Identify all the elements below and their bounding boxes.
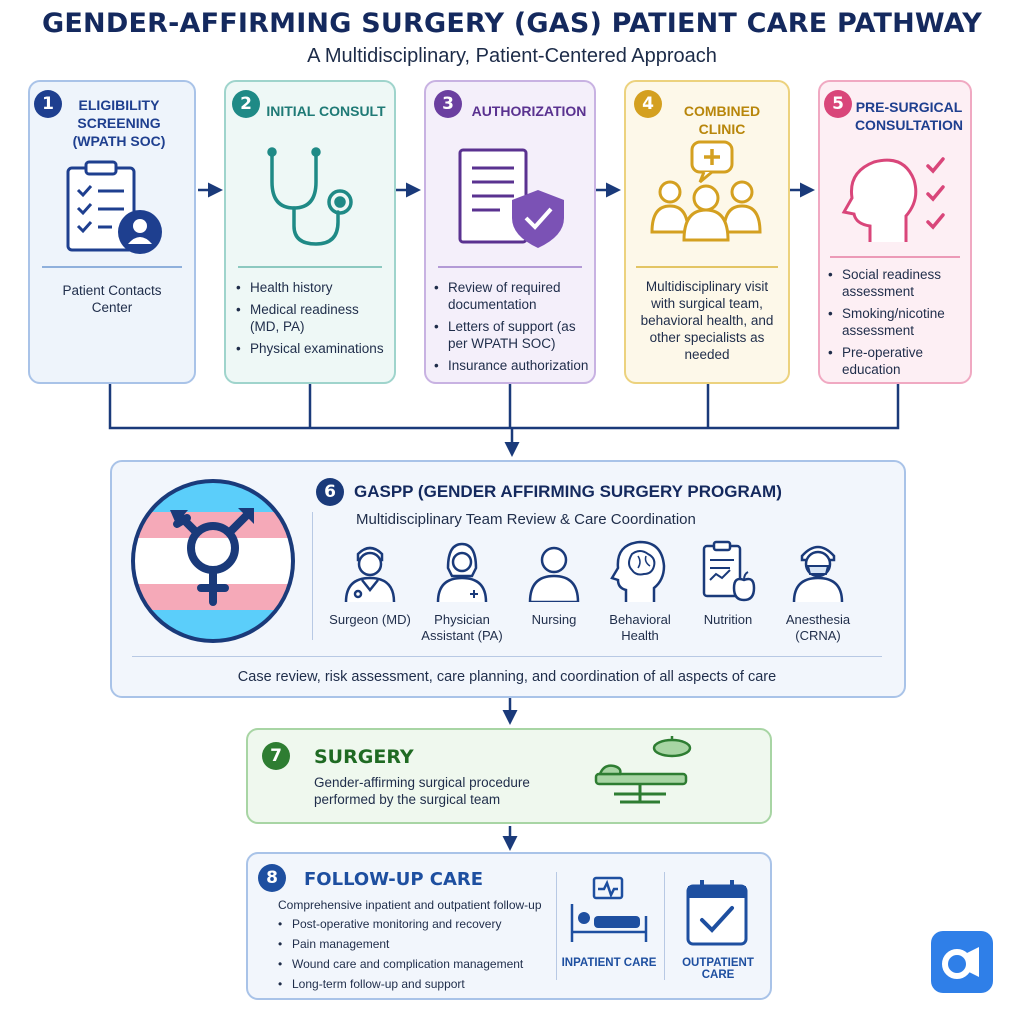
bullet-item: Letters of support (as per WPATH SOC) <box>434 318 590 352</box>
nurse-icon <box>528 546 580 602</box>
brain-head-icon <box>610 540 666 602</box>
bullet-item: Long-term follow-up and support <box>278 976 550 993</box>
team-member-label: Nutrition <box>703 612 753 627</box>
bullet-item: Physical examinations <box>236 340 386 357</box>
page-subtitle: A Multidisciplinary, Patient-Centered Ap… <box>307 45 717 67</box>
gaspp-vertical-divider <box>312 512 313 640</box>
team-member-label: Anesthesia (CRNA) <box>785 612 851 643</box>
step-divider <box>238 266 382 268</box>
bullet-item: Smoking/nicotine assessment <box>828 305 968 339</box>
page-title: GENDER-AFFIRMING SURGERY (GAS) PATIENT C… <box>42 8 982 39</box>
nutrition-clipboard-icon <box>702 540 756 602</box>
step-title: COMBINED CLINIC <box>683 103 761 137</box>
operating-table-icon <box>594 736 692 804</box>
bullet-item: Review of required documentation <box>434 279 590 313</box>
step-title: INITIAL CONSULT <box>266 103 386 119</box>
stethoscope-icon <box>267 147 353 246</box>
step-bullets: Health history Medical readiness (MD, PA… <box>236 279 386 362</box>
bullet-item: Social readiness assessment <box>828 266 968 300</box>
gaspp-footer-text: Case review, risk assessment, care plann… <box>237 669 777 685</box>
gaspp-subtitle: Multidisciplinary Team Review & Care Coo… <box>356 511 696 528</box>
followup-bullets: Post-operative monitoring and recovery P… <box>278 916 550 996</box>
step-divider <box>636 266 778 268</box>
followup-divider <box>556 872 557 980</box>
anesthesia-icon <box>792 545 844 602</box>
app-logo-icon[interactable] <box>931 931 993 993</box>
outpatient-care-label: OUTPATIENT CARE <box>682 957 754 981</box>
step-number: 1 <box>34 90 62 118</box>
calendar-check-icon <box>686 880 748 946</box>
step-divider <box>42 266 182 268</box>
step-number: 2 <box>232 90 260 118</box>
team-member-label: Behavioral Health <box>609 612 671 643</box>
team-medical-icon <box>650 140 762 242</box>
step-description: Patient Contacts Center <box>62 283 162 315</box>
gaspp-footer-divider <box>132 656 882 657</box>
head-checklist-icon <box>841 157 945 242</box>
step-number: 8 <box>258 864 286 892</box>
bullet-item: Pain management <box>278 936 550 953</box>
step-number: 6 <box>316 478 344 506</box>
merge-line <box>108 384 900 430</box>
step-divider <box>830 256 960 258</box>
step-divider <box>438 266 582 268</box>
team-member-label: Nursing <box>531 612 577 627</box>
gaspp-title: GASPP (GENDER AFFIRMING SURGERY PROGRAM) <box>354 482 782 501</box>
step-number: 7 <box>262 742 290 770</box>
step-title: PRE-SURGICAL CONSULTATION <box>854 99 964 133</box>
bullet-item: Post-operative monitoring and recovery <box>278 916 550 933</box>
step-number: 4 <box>634 90 662 118</box>
surgery-title: SURGERY <box>314 746 414 768</box>
surgery-description: Gender-affirming surgical procedure perf… <box>314 775 530 807</box>
team-member-label: Physician Assistant (PA) <box>421 612 503 643</box>
inpatient-care-label: INPATIENT CARE <box>561 957 657 969</box>
surgeon-icon <box>344 546 396 602</box>
step-bullets: Social readiness assessment Smoking/nico… <box>828 266 968 383</box>
followup-title: FOLLOW-UP CARE <box>304 869 484 890</box>
step-description: Multidisciplinary visit with surgical te… <box>640 279 774 362</box>
clipboard-checklist-icon <box>66 160 162 254</box>
document-shield-icon <box>458 148 564 248</box>
step-bullets: Review of required documentation Letters… <box>434 279 590 379</box>
bullet-item: Insurance authorization <box>434 357 590 374</box>
step-number: 3 <box>434 90 462 118</box>
bullet-item: Health history <box>236 279 386 296</box>
step-title: ELIGIBILITY SCREENING (WPATH SOC) <box>72 97 166 149</box>
bullet-item: Wound care and complication management <box>278 956 550 973</box>
followup-intro: Comprehensive inpatient and outpatient f… <box>278 898 542 912</box>
physician-assistant-icon <box>436 542 488 602</box>
team-member-label: Surgeon (MD) <box>329 612 411 627</box>
bullet-item: Pre-operative education <box>828 344 968 378</box>
followup-divider <box>664 872 665 980</box>
hospital-bed-icon <box>570 876 648 942</box>
bullet-item: Medical readiness (MD, PA) <box>236 301 386 335</box>
step-title: AUTHORIZATION <box>471 103 587 119</box>
transgender-flag-symbol <box>131 479 295 643</box>
step-number: 5 <box>824 90 852 118</box>
